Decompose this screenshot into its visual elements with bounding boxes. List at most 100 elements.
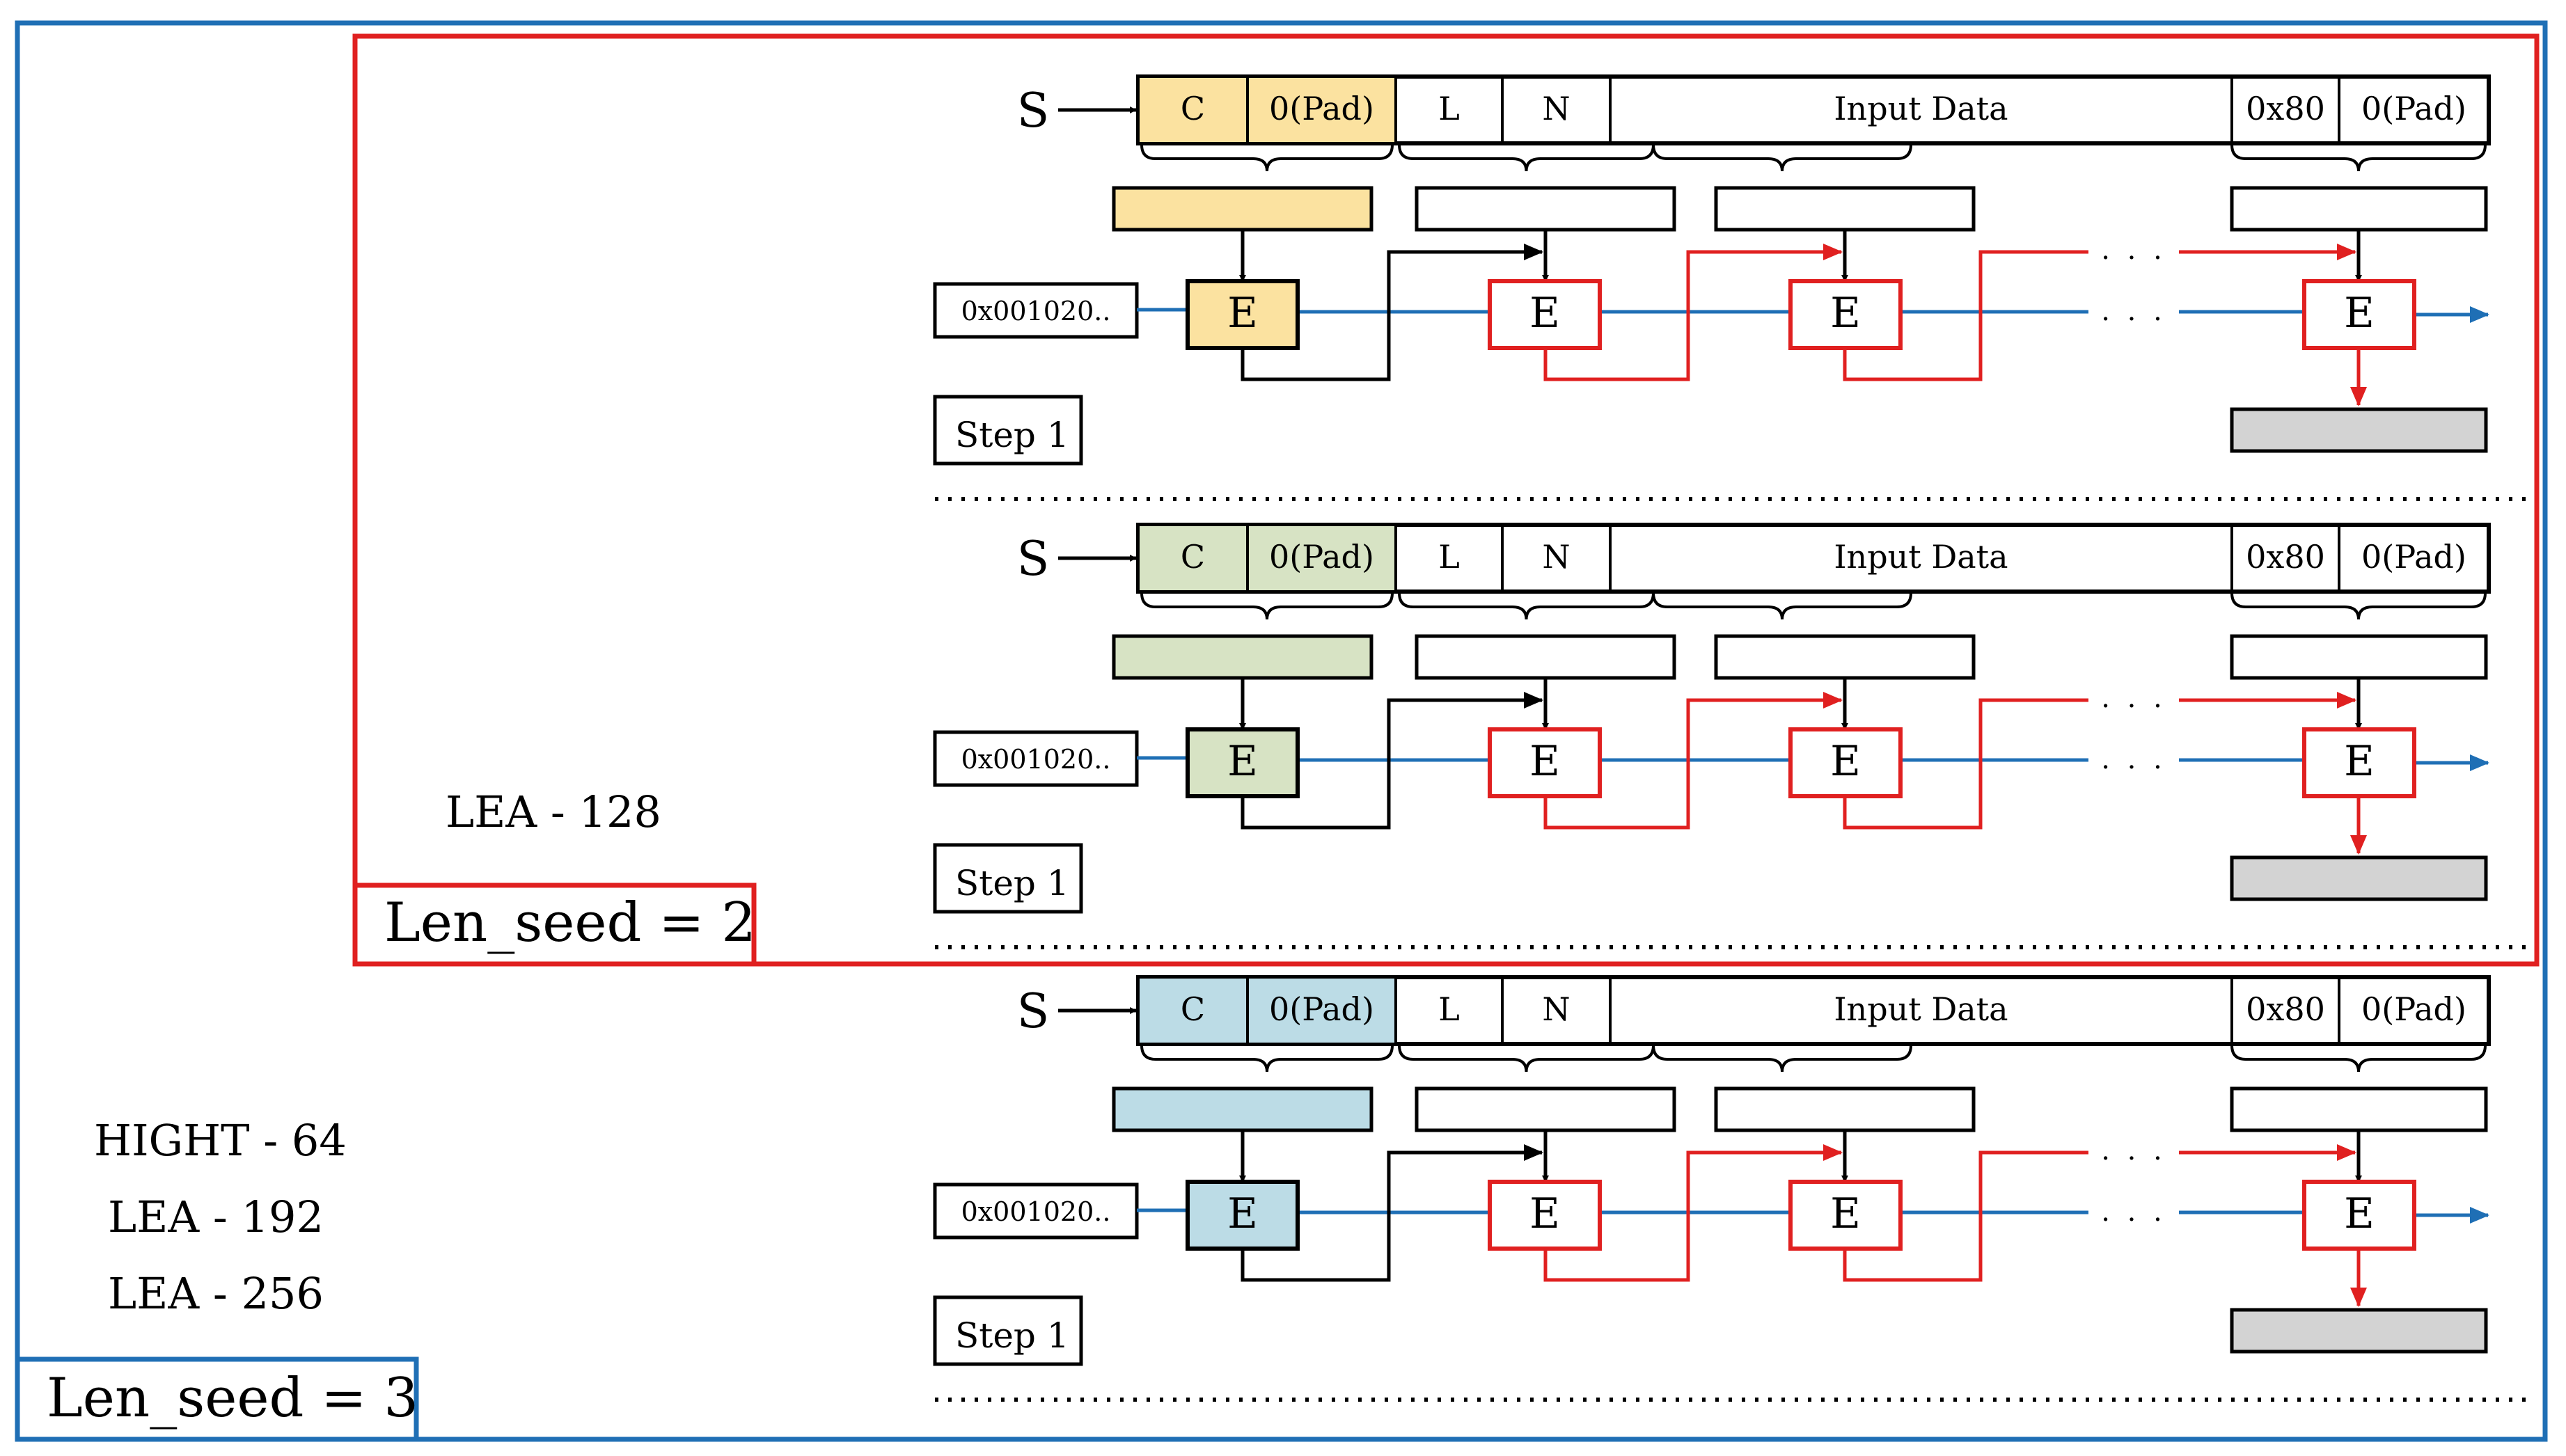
step-box [933,395,1083,466]
input-symbol: S [1017,984,1050,1039]
cipher-label: E [1529,737,1560,786]
field-label: 0(Pad) [1269,538,1374,576]
output-block [2230,1308,2488,1354]
brace [1652,1045,1912,1073]
block-n [2230,186,2488,232]
block-2 [1415,1086,1676,1132]
cipher-box [1186,727,1300,798]
field-label: Input Data [1834,538,2008,576]
cipher-box [2302,727,2416,798]
block-1 [1112,1086,1373,1132]
feedback-line [1843,1150,2088,1282]
cipher-label: E [2344,1189,2375,1238]
brace [1398,144,1655,172]
cipher-label: E [2344,289,2375,338]
feedback-arrow [1543,1144,1843,1282]
cipher-box [2302,1180,2416,1251]
cipher-label: E [1830,1189,1861,1238]
cipher-box [1488,1180,1602,1251]
ellipsis: . . . [2101,234,2166,266]
inner-frame [352,33,2540,967]
algorithm-label: HIGHT - 64 [94,1115,347,1166]
field-label: N [1542,538,1570,576]
block-n [2230,634,2488,680]
block-3 [1714,634,1976,680]
field-label: Input Data [1834,990,2008,1028]
counter-field-bg [1137,75,1397,145]
ellipsis: . . . [2101,295,2166,327]
brace [1652,592,1912,620]
algorithm-label: LEA - 128 [446,786,661,837]
cipher-box [1788,727,1903,798]
brace [1398,1045,1655,1073]
cipher-box [1186,279,1300,350]
field-label: 0x80 [2246,538,2325,576]
block-3 [1714,1086,1976,1132]
brace [1398,592,1655,620]
feedback-arrow [1543,244,1843,381]
cipher-label: E [1529,1189,1560,1238]
algorithm-label: LEA - 256 [108,1268,324,1319]
brace [2230,592,2487,620]
field-label: 0(Pad) [1269,990,1374,1028]
field-label: N [1542,990,1570,1028]
step-label: Step 1 [955,415,1069,455]
block-1 [1112,186,1373,232]
brace [1140,144,1394,172]
iv-value: 0x001020.. [961,1196,1111,1227]
field-label: 0(Pad) [1269,90,1374,127]
ellipsis: . . . [2101,682,2166,714]
cipher-box [1186,1180,1300,1251]
block-3 [1714,186,1976,232]
algorithm-label: LEA - 192 [108,1192,324,1242]
brace [2230,144,2487,172]
field-label: 0(Pad) [2361,538,2466,576]
output-block [2230,855,2488,901]
cipher-box [1788,279,1903,350]
step-box [933,1295,1083,1366]
cipher-box [1488,727,1602,798]
cipher-label: E [2344,737,2375,786]
field-label: C [1181,90,1205,127]
field-label: Input Data [1834,90,2008,127]
block-2 [1415,634,1676,680]
cipher-box [1788,1180,1903,1251]
iv-box [933,282,1139,339]
field-label: L [1438,990,1460,1028]
counter-field-bg [1137,523,1397,593]
outer-seed-label-box [15,1356,419,1442]
feedback-arrow [1241,692,1543,830]
feedback-arrow [1241,1144,1543,1282]
feedback-line [1843,698,2088,830]
brace [1140,1045,1394,1073]
block-n [2230,1086,2488,1132]
step-label: Step 1 [955,1315,1069,1356]
output-block [2230,407,2488,453]
counter-field-bg [1137,976,1397,1045]
field-label: 0(Pad) [2361,990,2466,1028]
block-2 [1415,186,1676,232]
brace [1652,144,1912,172]
iv-box [933,730,1139,787]
cipher-box [2302,279,2416,350]
cipher-label: E [1529,289,1560,338]
field-label: N [1542,90,1570,127]
field-label: L [1438,90,1460,127]
outer-seed-label: Len_seed = 3 [47,1367,418,1430]
step-label: Step 1 [955,863,1069,903]
ellipsis: . . . [2101,1134,2166,1166]
field-label: 0(Pad) [2361,90,2466,127]
field-label: 0x80 [2246,90,2325,127]
field-label: 0x80 [2246,990,2325,1028]
cipher-label: E [1227,289,1258,338]
outer-frame [15,20,2548,1442]
input-symbol: S [1017,84,1050,139]
feedback-line [1843,250,2088,381]
brace [1140,592,1394,620]
cipher-label: E [1830,737,1861,786]
brace [2230,1045,2487,1073]
